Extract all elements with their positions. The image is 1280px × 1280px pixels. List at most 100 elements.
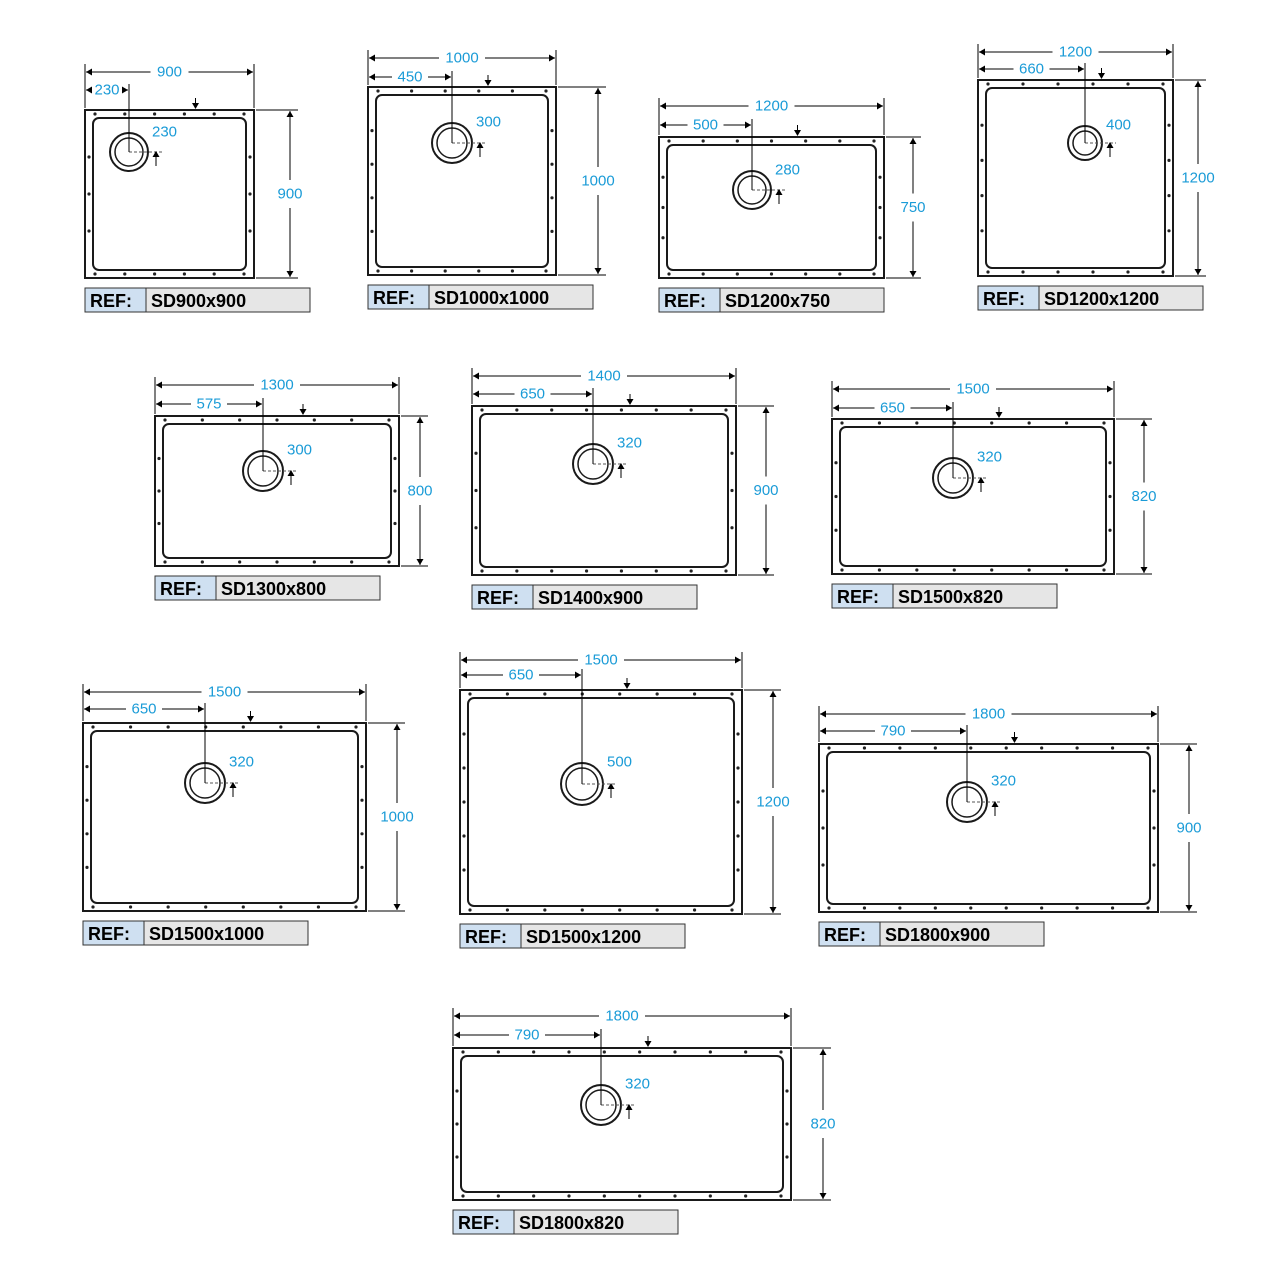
dimension-arrow-icon [416,417,424,423]
fixing-hole [238,418,242,422]
fixing-hole [455,1089,459,1093]
fixing-hole [505,908,510,912]
fixing-hole [877,568,882,572]
tray-depth-label: 750 [900,199,925,216]
fixing-hole [730,488,734,493]
fixing-hole [969,906,973,910]
fixing-hole [455,1122,459,1126]
fixing-hole [1161,270,1165,274]
fixing-hole [376,269,380,273]
fixing-hole [316,725,321,729]
ref-code-box [892,583,1058,609]
fixing-hole [735,139,739,143]
fixing-hole [730,908,734,912]
ref-code-box [145,287,311,313]
fixing-hole [461,1194,465,1198]
fixing-hole [878,205,882,210]
ref-code: SD1300x800 [221,579,326,599]
dimension-arrow-icon [454,1012,460,1020]
tray-outline [154,415,400,567]
fixing-hole [157,489,161,493]
fixing-hole [93,112,97,116]
ref-code: SD1500x1000 [149,924,264,944]
fixing-hole [242,272,246,276]
fixing-hole [387,560,391,564]
tray-depth-label: 900 [277,186,302,203]
fixing-hole [1021,270,1025,274]
fixing-hole [393,456,397,461]
fixing-hole [443,269,447,273]
fixing-hole [480,569,484,573]
ref-code: SD1200x1200 [1044,289,1159,309]
dimension-arrow-icon [769,907,777,913]
fixing-hole [689,408,693,412]
fixing-hole [312,418,316,422]
tray-depth-label: 820 [1131,488,1156,505]
fixing-hole [990,568,994,572]
fixing-hole [350,418,354,422]
ref-label-box [471,584,534,610]
fixing-hole [840,421,844,425]
fixing-hole [123,272,127,276]
ref-code-box [719,287,885,313]
fixing-hole [584,569,589,573]
marker-arrow-icon [995,412,1003,418]
dimension-arrow-icon [784,1012,790,1020]
fixing-hole [1108,528,1112,532]
dimension-arrow-icon [820,727,826,735]
fixing-hole [85,865,89,870]
fixing-hole [1056,270,1060,274]
drain-diameter-label: 320 [991,773,1016,790]
tray-depth-label: 1000 [380,809,413,826]
fixing-hole [744,1050,748,1054]
fixing-hole [804,272,808,276]
fixing-hole [543,908,547,912]
fixing-hole [443,89,447,93]
dimension-arrow-icon [198,705,204,713]
dimension-arrow-icon [769,691,777,697]
fixing-hole [821,826,825,830]
fixing-hole [1075,906,1079,910]
fixing-hole [661,236,665,240]
fixing-hole [834,528,838,532]
fixing-hole [85,798,89,802]
fixing-hole [462,732,466,736]
fixing-hole [980,229,984,233]
fixing-hole [85,832,89,836]
fixing-hole [1102,568,1106,572]
fixing-hole [87,229,91,233]
fixing-hole [769,139,774,143]
dimension-arrow-icon [1140,567,1148,573]
drain-diameter-label: 320 [625,1076,650,1093]
fixing-hole [212,272,216,276]
fixing-hole [1146,906,1150,910]
dimension-arrow-icon [594,88,602,94]
tray-inner-lip [826,751,1151,905]
fixing-hole [872,139,876,143]
fixing-hole [877,421,882,425]
dimension-arrow-icon [1140,420,1148,426]
fixing-hole [350,560,354,564]
fixing-hole [915,421,919,425]
fixing-hole [1161,82,1165,86]
fixing-hole [200,418,204,422]
ref-label-box [658,287,721,313]
tray-outline [82,722,367,912]
dimension-arrow-icon [445,73,451,81]
tray-width-label: 1200 [1059,44,1092,61]
fixing-hole [376,89,380,93]
fixing-hole [1040,906,1044,910]
fixing-hole [1167,158,1171,162]
fixing-hole [654,569,658,573]
fixing-hole [769,272,774,276]
tray-inner-lip [162,423,392,559]
fixing-hole [872,272,876,276]
tray-width-label: 1200 [755,98,788,115]
tray-inner-lip [92,117,247,271]
ref-label: REF: [477,588,519,608]
fixing-hole [275,418,279,422]
fixing-hole [393,489,397,493]
fixing-hole [1126,82,1130,86]
tray-inner-lip [375,94,549,268]
